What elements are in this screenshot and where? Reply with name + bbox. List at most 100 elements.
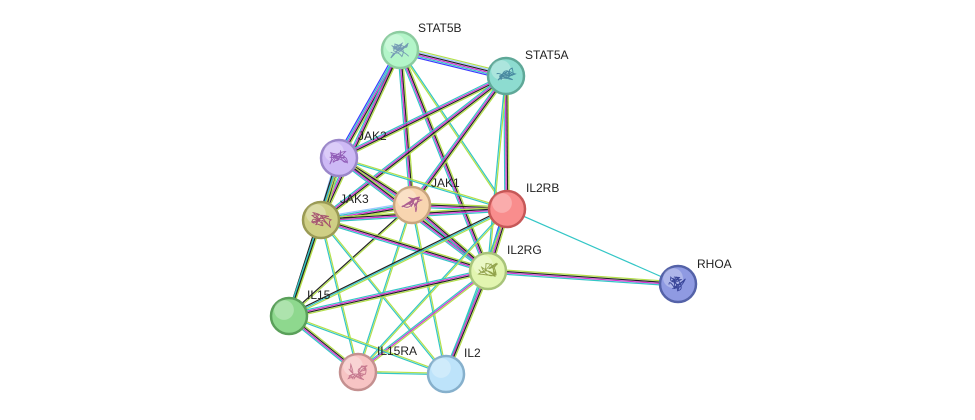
node-rhoa-circle[interactable] xyxy=(658,264,698,304)
evidence-line-textmining xyxy=(322,50,403,222)
evidence-line-textmining xyxy=(488,268,679,283)
node-il15ra[interactable]: IL15RA xyxy=(338,344,417,392)
evidence-line-experimental xyxy=(410,75,506,205)
protein-structure-icon xyxy=(310,211,333,228)
evidence-line-textmining xyxy=(289,205,413,317)
edge-il2rb-rhoa[interactable] xyxy=(506,208,679,285)
edge-il2rb-il15[interactable] xyxy=(288,207,508,318)
node-jak2[interactable]: JAK2 xyxy=(319,129,387,178)
edge-il2rg-il15ra[interactable] xyxy=(356,269,490,374)
evidence-line-database xyxy=(338,158,507,211)
evidence-line-coexpression xyxy=(289,271,489,318)
evidence-line-experimental xyxy=(357,270,489,373)
evidence-line-textmining xyxy=(321,219,360,372)
evidence-line-textmining xyxy=(339,77,508,161)
evidence-line-experimental xyxy=(288,269,488,316)
protein-structure-icon xyxy=(390,42,409,59)
evidence-line-database xyxy=(486,75,506,271)
evidence-line-textmining xyxy=(488,76,508,272)
edge-stat5a-jak2[interactable] xyxy=(337,73,508,161)
node-stat5a-label: STAT5A xyxy=(525,48,569,62)
node-jak3-circle[interactable] xyxy=(301,200,341,240)
evidence-line-experimental xyxy=(320,220,488,273)
edge-il15-il2[interactable] xyxy=(288,314,447,376)
evidence-line-database xyxy=(357,208,507,372)
evidence-line-textmining xyxy=(289,209,508,318)
edge-stat5a-il2rg[interactable] xyxy=(486,75,508,272)
protein-structure-icon xyxy=(477,262,498,277)
evidence-line-database xyxy=(506,208,679,285)
evidence-line-textmining xyxy=(358,271,490,374)
evidence-line-database xyxy=(410,205,446,375)
evidence-line-database xyxy=(319,220,358,373)
evidence-line-coexpression xyxy=(321,50,402,221)
edge-jak1-il2[interactable] xyxy=(410,204,448,375)
node-stat5b[interactable]: STAT5B xyxy=(380,21,462,70)
evidence-line-neighborhood xyxy=(336,48,399,157)
edge-jak1-il15[interactable] xyxy=(288,204,413,317)
evidence-line-database xyxy=(400,49,509,209)
node-jak1[interactable]: JAK1 xyxy=(392,176,460,225)
protein-structure-icon xyxy=(496,67,517,81)
node-stat5a[interactable]: STAT5A xyxy=(486,48,569,96)
evidence-line-coexpression xyxy=(339,76,507,160)
node-jak3-label: JAK3 xyxy=(340,192,369,206)
edge-jak3-il15ra[interactable] xyxy=(319,219,360,373)
node-il2rb-label: IL2RB xyxy=(526,181,559,195)
evidence-line-textmining xyxy=(507,75,510,209)
edge-stat5a-jak3[interactable] xyxy=(319,73,508,223)
node-il2rg-label: IL2RG xyxy=(507,243,542,257)
protein-structure-icon xyxy=(347,362,368,381)
node-il15-circle[interactable] xyxy=(269,296,309,336)
protein-structure-icon xyxy=(668,275,686,292)
edge-layer xyxy=(287,46,679,376)
edge-il2rg-rhoa[interactable] xyxy=(487,268,679,287)
node-stat5b-label: STAT5B xyxy=(418,21,462,35)
evidence-line-coexpression xyxy=(400,49,490,271)
evidence-line-textmining xyxy=(321,77,508,223)
evidence-line-database xyxy=(319,73,506,219)
edge-stat5b-il2rb[interactable] xyxy=(398,49,509,210)
evidence-line-experimental xyxy=(338,74,506,158)
evidence-line-textmining xyxy=(289,314,447,374)
node-jak2-label: JAK2 xyxy=(358,129,387,143)
evidence-line-coexpression xyxy=(288,204,412,316)
node-il2rg[interactable]: IL2RG xyxy=(468,243,542,291)
evidence-line-experimental xyxy=(319,49,400,220)
evidence-line-database xyxy=(337,73,506,157)
node-rhoa[interactable]: RHOA xyxy=(658,257,732,304)
node-il2-circle[interactable] xyxy=(426,354,466,394)
evidence-line-database xyxy=(397,50,487,272)
evidence-line-database xyxy=(337,49,400,158)
evidence-line-experimental xyxy=(320,74,506,220)
edge-il2rb-il15ra[interactable] xyxy=(357,208,508,373)
node-il2[interactable]: IL2 xyxy=(426,346,481,394)
node-jak1-label: JAK1 xyxy=(431,176,460,190)
evidence-line-database xyxy=(356,269,488,372)
evidence-line-textmining xyxy=(412,204,448,374)
evidence-line-textmining xyxy=(358,209,508,373)
evidence-line-textmining xyxy=(289,272,489,319)
node-jak3[interactable]: JAK3 xyxy=(301,192,369,240)
evidence-line-database xyxy=(288,268,488,315)
evidence-line-database xyxy=(320,221,488,274)
edge-il2rg-il15[interactable] xyxy=(288,268,489,319)
evidence-line-database xyxy=(487,272,678,287)
evidence-line-coexpression xyxy=(506,75,509,209)
evidence-line-textmining xyxy=(398,50,507,210)
evidence-line-experimental xyxy=(487,271,678,286)
protein-structure-icon xyxy=(401,196,423,213)
node-il2rb-circle[interactable] xyxy=(487,189,527,229)
evidence-line-database xyxy=(288,316,446,376)
evidence-line-textmining xyxy=(339,156,508,209)
node-il2-label: IL2 xyxy=(464,346,481,360)
node-il15[interactable]: IL15 xyxy=(269,288,331,336)
protein-structure-icon xyxy=(329,150,348,165)
evidence-line-experimental xyxy=(504,76,507,210)
edge-jak2-il2rb[interactable] xyxy=(338,156,508,211)
node-il2rb[interactable]: IL2RB xyxy=(487,181,559,229)
evidence-line-database xyxy=(409,74,505,205)
